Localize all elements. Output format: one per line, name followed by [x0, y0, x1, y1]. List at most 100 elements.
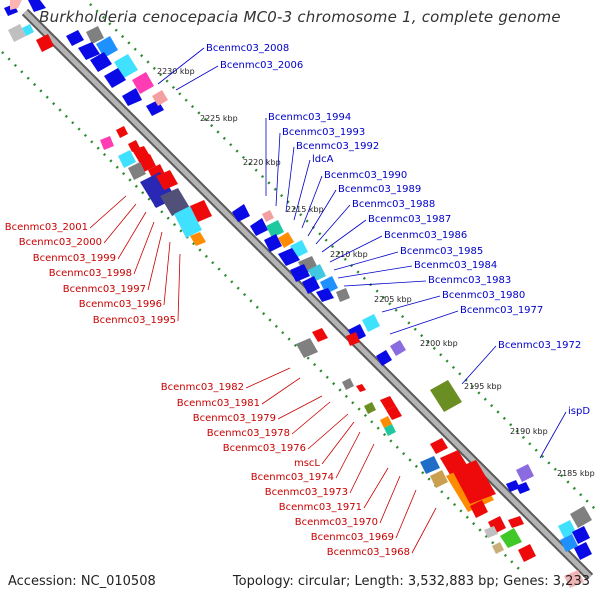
gene-label: Bcenmc03_1999 — [33, 253, 116, 264]
gene-block — [96, 36, 118, 58]
gene-block — [302, 276, 320, 294]
gene-label: Bcenmc03_1980 — [442, 290, 525, 301]
gene-block — [376, 350, 392, 366]
gene-label: Bcenmc03_1993 — [282, 127, 365, 138]
gene-block — [278, 248, 300, 266]
gene-block — [266, 220, 284, 238]
forward-gene-labels: Bcenmc03_2008 Bcenmc03_2006 Bcenmc03_199… — [206, 43, 590, 417]
gene-block — [506, 480, 520, 492]
gene-label: Bcenmc03_1990 — [324, 170, 407, 181]
gene-block — [132, 72, 154, 94]
tick-label: 2215 kbp — [286, 205, 324, 214]
gene-block — [232, 204, 250, 222]
gene-label: ispD — [568, 406, 590, 417]
gene-block — [312, 328, 328, 342]
gene-label: Bcenmc03_1982 — [161, 382, 244, 393]
gene-block — [316, 288, 334, 302]
gene-label: Bcenmc03_1997 — [63, 284, 146, 295]
gene-block — [190, 200, 212, 222]
tick-label: 2220 kbp — [243, 158, 281, 167]
gene-block — [470, 500, 488, 518]
gene-block — [278, 232, 294, 248]
gene-block — [386, 406, 402, 420]
gene-block — [152, 90, 168, 106]
gene-label: Bcenmc03_1992 — [296, 141, 379, 152]
tick-label: 2190 kbp — [510, 427, 548, 436]
gene-label: Bcenmc03_1976 — [223, 443, 306, 454]
gene-block — [10, 0, 22, 10]
gene-block — [380, 416, 392, 428]
gene-block — [560, 534, 578, 552]
gene-label: Bcenmc03_1977 — [460, 305, 543, 316]
gene-label: Bcenmc03_1998 — [49, 268, 132, 279]
gene-block — [574, 542, 592, 560]
gene-block — [8, 24, 26, 42]
gene-label: Bcenmc03_2006 — [220, 60, 303, 71]
gene-block — [430, 470, 448, 488]
gene-label: Bcenmc03_1986 — [384, 230, 467, 241]
gene-block — [516, 482, 530, 494]
gene-block — [104, 68, 126, 88]
tick-label: 2195 kbp — [464, 382, 502, 391]
gene-block — [116, 126, 128, 138]
gene-block — [362, 314, 380, 332]
gene-label: Bcenmc03_1969 — [311, 532, 394, 543]
gene-label: Bcenmc03_1989 — [338, 184, 421, 195]
tick-label: 2200 kbp — [420, 339, 458, 348]
gene-block — [156, 170, 178, 190]
gene-label: Bcenmc03_1972 — [498, 340, 581, 351]
reverse-genes — [4, 0, 536, 562]
tick-label: 2185 kbp — [557, 469, 595, 478]
gene-block — [22, 24, 34, 36]
gene-block — [518, 544, 536, 562]
accession-text: Accession: NC_010508 — [8, 574, 156, 589]
gene-block — [342, 378, 354, 390]
gene-label: Bcenmc03_2000 — [19, 237, 102, 248]
gene-block — [390, 340, 406, 356]
gene-block — [516, 464, 534, 482]
gene-block — [86, 26, 104, 44]
gene-label: mscL — [294, 458, 320, 469]
gene-block — [190, 232, 206, 246]
gene-block — [296, 338, 318, 358]
reverse-leaders — [89, 195, 437, 554]
chromosome-backbone — [21, 8, 594, 581]
gene-label: Bcenmc03_1978 — [207, 428, 290, 439]
gene-block — [492, 542, 504, 554]
gene-label: Bcenmc03_1968 — [327, 547, 410, 558]
gene-label: Bcenmc03_1995 — [93, 315, 176, 326]
gene-block — [174, 206, 202, 238]
gene-block — [430, 438, 448, 454]
gene-label: Bcenmc03_1987 — [368, 214, 451, 225]
gene-block — [160, 188, 190, 216]
tick-label: 2205 kbp — [374, 295, 412, 304]
gene-block — [384, 424, 396, 436]
gene-label: Bcenmc03_1974 — [251, 472, 334, 483]
forward-genes — [28, 0, 592, 588]
gene-block — [380, 396, 396, 410]
gene-block — [250, 218, 268, 236]
gene-block — [114, 54, 138, 78]
gene-block — [564, 570, 584, 588]
gene-block — [336, 288, 350, 302]
gene-label: Bcenmc03_2008 — [206, 43, 289, 54]
gene-block — [28, 0, 46, 12]
gene-block — [356, 384, 366, 392]
gene-label: Bcenmc03_1984 — [414, 260, 497, 271]
gene-label: Bcenmc03_1971 — [279, 502, 362, 513]
gene-block — [570, 506, 592, 528]
tick-labels: 2230 kbp 2225 kbp 2220 kbp 2215 kbp 2210… — [157, 67, 595, 478]
gene-block — [100, 136, 114, 150]
gene-label: Bcenmc03_1988 — [352, 199, 435, 210]
gene-block — [508, 516, 524, 528]
gene-label: ldcA — [312, 154, 334, 165]
gene-block — [66, 30, 84, 46]
gene-label: Bcenmc03_1983 — [428, 275, 511, 286]
gene-block — [346, 332, 360, 346]
gene-block — [122, 88, 142, 106]
gene-label: Bcenmc03_1970 — [295, 517, 378, 528]
topology-text: Topology: circular; Length: 3,532,883 bp… — [232, 574, 590, 589]
gene-block — [364, 402, 376, 414]
gene-block — [500, 528, 522, 548]
